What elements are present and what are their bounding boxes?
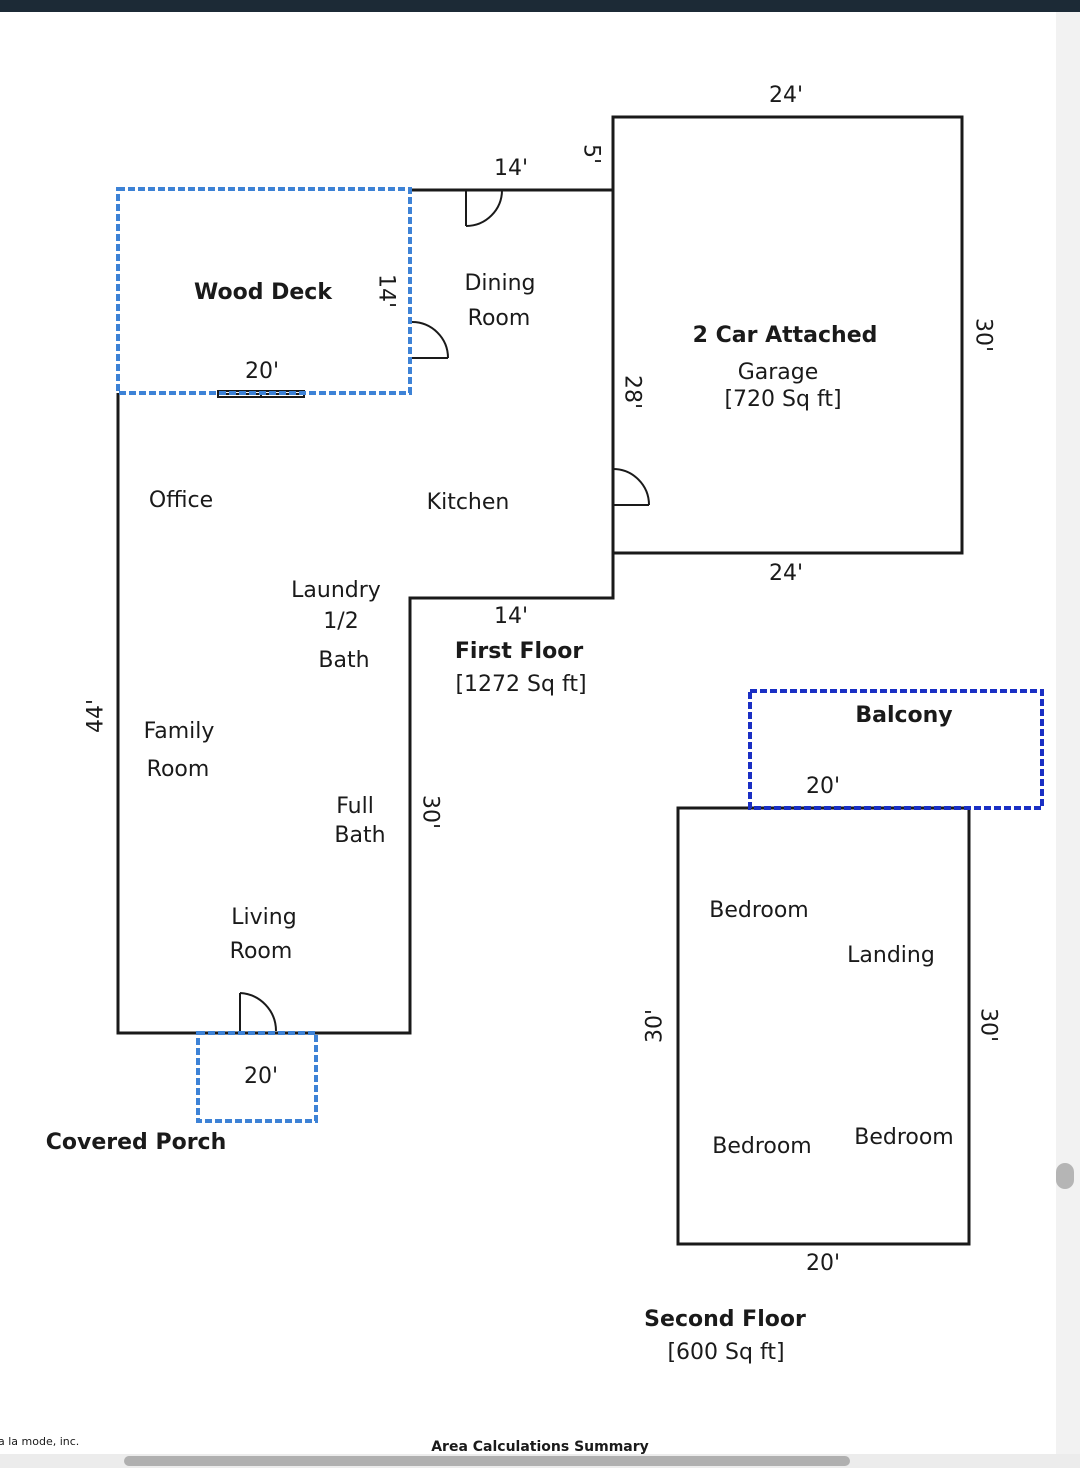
- dimension-notch: 14': [494, 604, 528, 629]
- dimension-garage-left: 28': [620, 375, 645, 409]
- room-label-balcony: Balcony: [855, 703, 952, 728]
- room-label-dining-room: Room: [468, 306, 531, 331]
- dimension-deck-side: 14': [374, 274, 399, 308]
- room-label-wood-deck: Wood Deck: [194, 280, 333, 305]
- room-label-living-room: Room: [230, 939, 293, 964]
- first-floor-outline: [116, 188, 615, 1035]
- second-floor-title: Second Floor: [644, 1307, 806, 1332]
- dimension-second-bottom: 20': [806, 1251, 840, 1276]
- balcony-outline: [748, 689, 1044, 810]
- second-floor-area: [600 Sq ft]: [667, 1340, 784, 1365]
- room-label-covered-porch: Covered Porch: [46, 1130, 227, 1155]
- horizontal-scrollbar-thumb[interactable]: [124, 1456, 850, 1466]
- area-summary-title: Area Calculations Summary: [431, 1439, 649, 1454]
- room-label-bedroom-1: Bedroom: [709, 898, 809, 923]
- room-label-half: 1/2: [323, 609, 358, 634]
- door-deck-dining: [411, 321, 449, 359]
- first-floor-area: [1272 Sq ft]: [455, 672, 586, 697]
- dimension-second-right: 30': [976, 1008, 1001, 1042]
- room-label-landing: Landing: [847, 943, 935, 968]
- garage-outline: [611, 115, 964, 555]
- room-label-office: Office: [149, 488, 213, 513]
- room-label-laundry: Laundry: [291, 578, 381, 603]
- dimension-garage-bottom: 24': [769, 561, 803, 586]
- room-label-family-room: Room: [147, 757, 210, 782]
- dimension-step: 5': [579, 144, 604, 164]
- room-label-bedroom-3: Bedroom: [854, 1125, 954, 1150]
- covered-porch-outline: [196, 1031, 318, 1123]
- vertical-scrollbar-track[interactable]: [1056, 12, 1080, 1454]
- second-floor-outline: [676, 806, 971, 1246]
- dimension-house-left: 44': [84, 699, 109, 733]
- vertical-scrollbar-thumb[interactable]: [1056, 1163, 1074, 1189]
- top-bar: [0, 0, 1080, 12]
- door-front: [239, 992, 278, 1032]
- door-dining-top: [465, 189, 503, 227]
- garage-area: [720 Sq ft]: [724, 387, 841, 412]
- room-label-garage: Garage: [738, 360, 819, 385]
- floor-plan-diagram: Wood Deck Dining Room 2 Car Attached Gar…: [0, 83, 1044, 1454]
- room-label-kitchen: Kitchen: [427, 490, 510, 515]
- wood-deck-outline: [116, 187, 412, 395]
- room-label-full: Full: [336, 794, 374, 819]
- dimension-house-right: 30': [418, 795, 443, 829]
- dimension-garage-right: 30': [971, 318, 996, 352]
- dimension-deck-bottom: 20': [245, 359, 279, 384]
- copyright-text: a la mode, inc.: [0, 1435, 79, 1448]
- dimension-balcony: 20': [806, 774, 840, 799]
- door-garage: [612, 468, 650, 506]
- dimension-garage-top: 24': [769, 83, 803, 108]
- dimension-dining-top: 14': [494, 156, 528, 181]
- first-floor-title: First Floor: [455, 639, 583, 664]
- dimension-second-left: 30': [643, 1009, 668, 1043]
- dimension-porch: 20': [244, 1064, 278, 1089]
- room-label-bedroom-2: Bedroom: [712, 1134, 812, 1159]
- room-label-garage-title: 2 Car Attached: [693, 323, 878, 348]
- room-label-full-bath: Bath: [334, 823, 385, 848]
- room-label-family: Family: [144, 719, 215, 744]
- room-label-dining: Dining: [464, 271, 535, 296]
- room-label-living: Living: [231, 905, 296, 930]
- room-label-half-bath: Bath: [318, 648, 369, 673]
